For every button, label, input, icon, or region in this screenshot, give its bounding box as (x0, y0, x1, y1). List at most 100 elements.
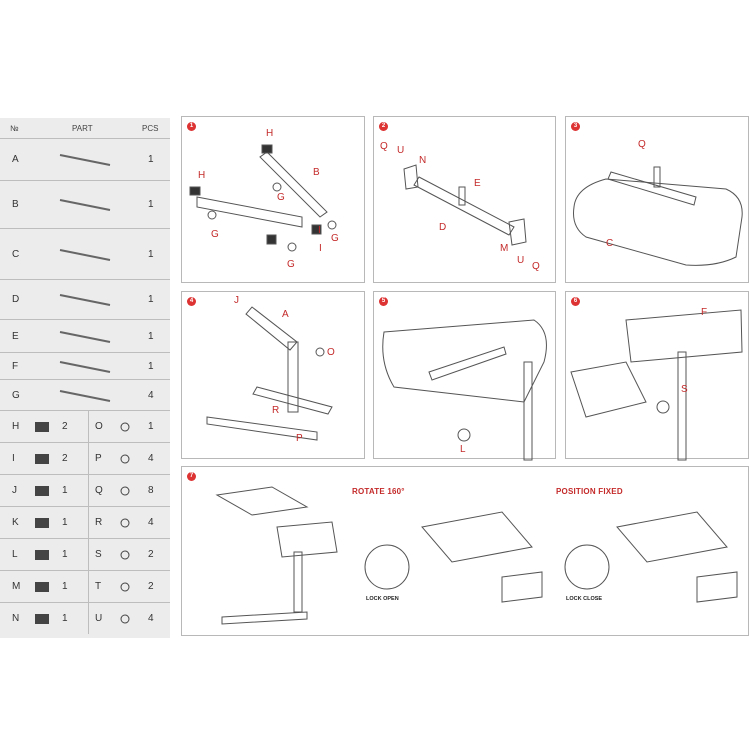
part-id: A (12, 154, 19, 165)
callout-r: R (272, 405, 280, 416)
part-id: T (95, 581, 102, 592)
step-1-drawing (189, 144, 337, 252)
step-number: 4 (187, 297, 196, 306)
part-icon (35, 614, 49, 624)
callout-u: U (517, 255, 525, 266)
step-number: 7 (187, 472, 196, 481)
part-icon (59, 389, 111, 402)
part-qty: 2 (148, 549, 154, 560)
part-id: C (12, 248, 20, 260)
step-3-drawing (573, 166, 743, 266)
callout-q: Q (380, 141, 388, 152)
part-row-k-r: K 1 R 4 (0, 506, 170, 539)
part-qty: 2 (148, 581, 154, 592)
callout-e: E (474, 178, 481, 189)
step-5-drawing (382, 319, 547, 461)
part-id: J (12, 485, 17, 496)
part-id: O (95, 421, 103, 432)
callout-f: F (701, 307, 708, 318)
callout-q: Q (532, 261, 540, 272)
part-id: N (12, 613, 20, 624)
part-id: B (12, 199, 19, 210)
part-icon (120, 422, 130, 432)
callout-q: Q (638, 139, 646, 150)
callout-m: M (500, 243, 509, 254)
callout-h: H (266, 128, 274, 139)
part-qty: 4 (148, 517, 154, 528)
part-id: K (12, 517, 19, 528)
part-icon (120, 486, 130, 496)
part-row-m-t: M 1 T 2 (0, 570, 170, 603)
part-icon (120, 550, 130, 560)
part-qty: 1 (148, 294, 154, 305)
part-icon (59, 248, 111, 261)
part-id: L (12, 549, 18, 560)
part-icon (35, 582, 49, 592)
callout-u: U (397, 145, 405, 156)
header-part: PART (72, 123, 93, 133)
header-no: № (10, 123, 19, 133)
part-id: H (12, 421, 20, 432)
part-qty: 1 (148, 199, 154, 210)
callout-c: C (606, 238, 614, 249)
step-1-panel: 1 H B H G G I G G I (181, 116, 365, 283)
callout-g: G (287, 259, 295, 270)
step-4-panel: 4 J A O R P (181, 291, 365, 459)
part-icon (35, 454, 49, 464)
part-icon (59, 154, 111, 166)
step-7-panel: 7 ROTATE 160° POSITION FIXED LOCK OPEN L… (181, 466, 749, 636)
part-qty: 2 (62, 453, 68, 464)
part-qty: 4 (148, 613, 154, 624)
part-id: P (95, 453, 102, 464)
step-4-drawing (206, 306, 333, 441)
part-id: I (12, 453, 15, 464)
part-qty: 1 (148, 154, 154, 165)
part-qty: 1 (62, 485, 68, 496)
step-number: 2 (379, 122, 388, 131)
part-icon (120, 518, 130, 528)
header-pcs: PCS (142, 123, 159, 133)
part-qty: 1 (62, 549, 68, 560)
part-id: G (12, 389, 20, 401)
callout-b: B (313, 167, 320, 178)
part-qty: 4 (148, 389, 154, 401)
step-2-drawing (403, 164, 527, 246)
part-id: M (12, 581, 21, 592)
part-qty: 1 (62, 581, 68, 592)
callout-l: L (460, 444, 466, 455)
lock-open-caption: LOCK OPEN (366, 596, 399, 602)
callout-g: G (331, 233, 339, 244)
callout-h: H (198, 170, 206, 181)
step-6-panel: 6 F S (565, 291, 749, 461)
callout-s: S (681, 384, 688, 395)
part-qty: 1 (148, 421, 154, 432)
part-icon (35, 422, 49, 432)
part-id: D (12, 294, 20, 305)
step-7-drawing (215, 486, 738, 625)
rotate-caption: ROTATE 160° (352, 487, 405, 496)
part-icon (120, 614, 130, 624)
position-caption: POSITION FIXED (556, 487, 623, 496)
part-icon (120, 582, 130, 592)
part-icon (35, 486, 49, 496)
part-id: R (95, 517, 103, 528)
step-number: 1 (187, 122, 196, 131)
part-qty: 1 (62, 517, 68, 528)
part-qty: 1 (148, 360, 154, 372)
part-icon (35, 518, 49, 528)
callout-d: D (439, 222, 447, 233)
part-icon (59, 330, 111, 343)
callout-n: N (419, 155, 427, 166)
callout-j: J (234, 295, 239, 306)
part-qty: 8 (148, 485, 154, 496)
part-qty: 1 (148, 248, 154, 260)
part-icon (59, 199, 111, 211)
